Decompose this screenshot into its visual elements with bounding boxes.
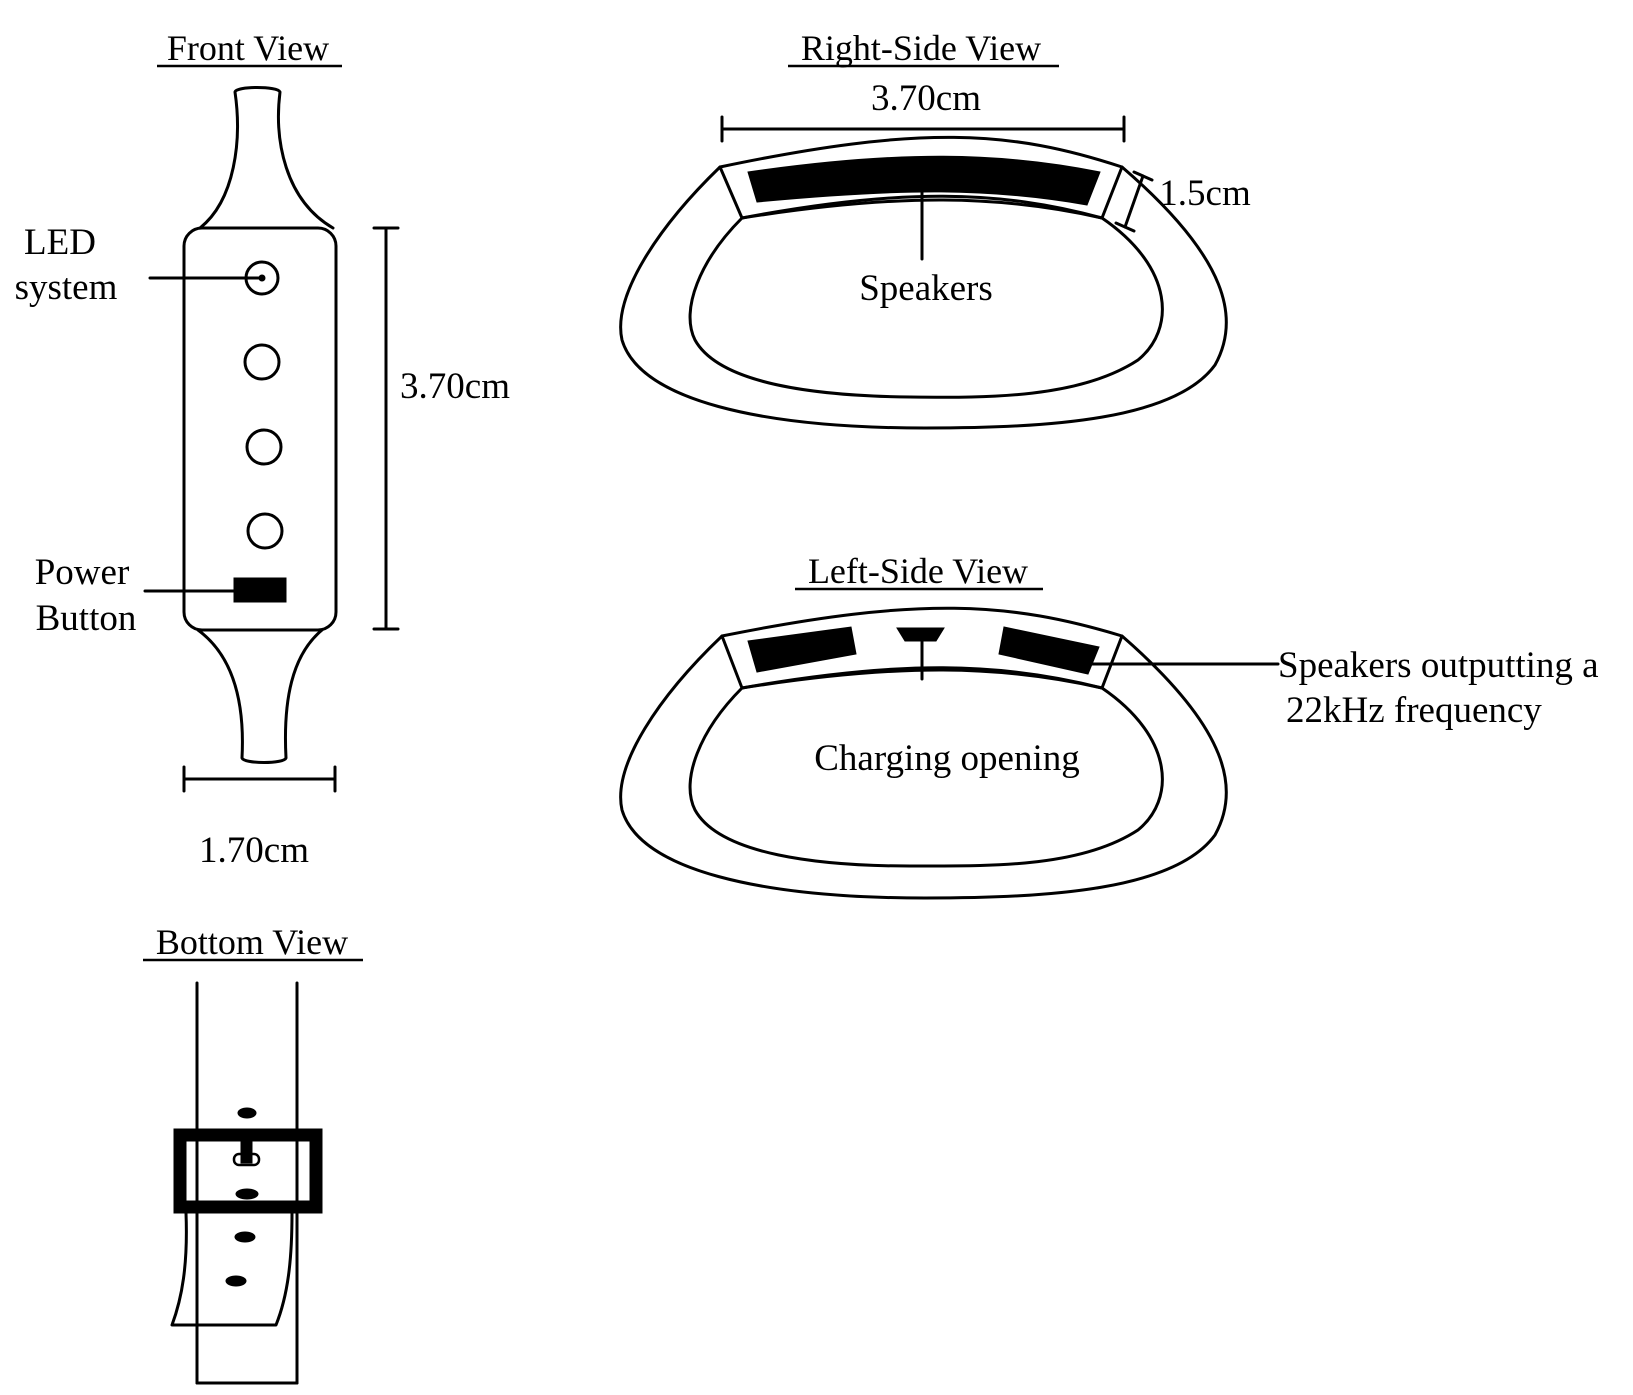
left-side-view: Left-Side View Charging opening Speakers… — [619, 551, 1599, 900]
front-view: Front View LED system Power Button 3.70c… — [15, 28, 511, 871]
led-3 — [245, 428, 283, 466]
left-speaker-1 — [747, 626, 857, 673]
right-side-view: Right-Side View Speakers 3.70cm 1.5cm — [619, 28, 1251, 430]
right-speakers-label: Speakers — [859, 268, 993, 309]
strap-hole-2 — [235, 1188, 259, 1200]
front-lower-strap — [196, 628, 324, 764]
led-label-line2: system — [15, 267, 118, 308]
right-side-view-title: Right-Side View — [801, 28, 1041, 68]
bottom-strap-free-end — [170, 1211, 294, 1327]
left-speaker-2 — [998, 626, 1100, 675]
power-label-line1: Power — [35, 552, 130, 593]
led-2 — [243, 343, 281, 381]
strap-hole-1 — [237, 1107, 257, 1119]
buckle-prong — [240, 1137, 253, 1164]
charging-opening-shape — [896, 627, 945, 642]
speakers-frequency-label-line2: 22kHz frequency — [1286, 690, 1542, 731]
strap-hole-3 — [234, 1231, 256, 1243]
left-outer-band — [619, 606, 1228, 900]
charging-opening-label: Charging opening — [814, 738, 1080, 779]
right-speaker-strip — [747, 155, 1101, 206]
left-panel-right-edge — [1100, 634, 1124, 690]
bottom-view-title: Bottom View — [156, 922, 348, 962]
right-panel-right-edge — [1100, 165, 1124, 220]
left-panel-left-edge — [720, 634, 744, 690]
power-label-line2: Button — [36, 598, 137, 639]
left-side-view-title: Left-Side View — [808, 551, 1028, 591]
right-width-label: 3.70cm — [871, 78, 981, 119]
right-depth-dimension-line — [1123, 174, 1145, 229]
front-upper-strap — [198, 86, 335, 230]
front-view-title: Front View — [167, 28, 329, 68]
buckle-frame — [173, 1128, 323, 1214]
right-panel-inner-edge — [740, 198, 1104, 220]
led-4 — [246, 512, 284, 550]
strap-hole-4 — [225, 1275, 247, 1287]
bottom-view: Bottom View — [143, 922, 363, 1385]
front-main-body — [182, 226, 338, 632]
front-height-label: 3.70cm — [400, 366, 510, 407]
right-inner-opening — [688, 194, 1164, 399]
front-width-label: 1.70cm — [199, 830, 309, 871]
right-panel-left-edge — [718, 165, 744, 220]
right-outer-band — [619, 135, 1228, 430]
left-panel-inner-edge — [740, 668, 1104, 690]
buckle-prong-loop — [232, 1152, 261, 1167]
speakers-frequency-label-line1: Speakers outputting a — [1278, 645, 1599, 686]
left-inner-opening — [688, 666, 1164, 868]
power-button-shape — [233, 577, 287, 603]
right-depth-tick-bottom — [1114, 221, 1136, 233]
led-label-line1: LED — [24, 222, 96, 263]
right-depth-label: 1.5cm — [1159, 173, 1251, 214]
right-depth-tick-top — [1132, 170, 1154, 182]
